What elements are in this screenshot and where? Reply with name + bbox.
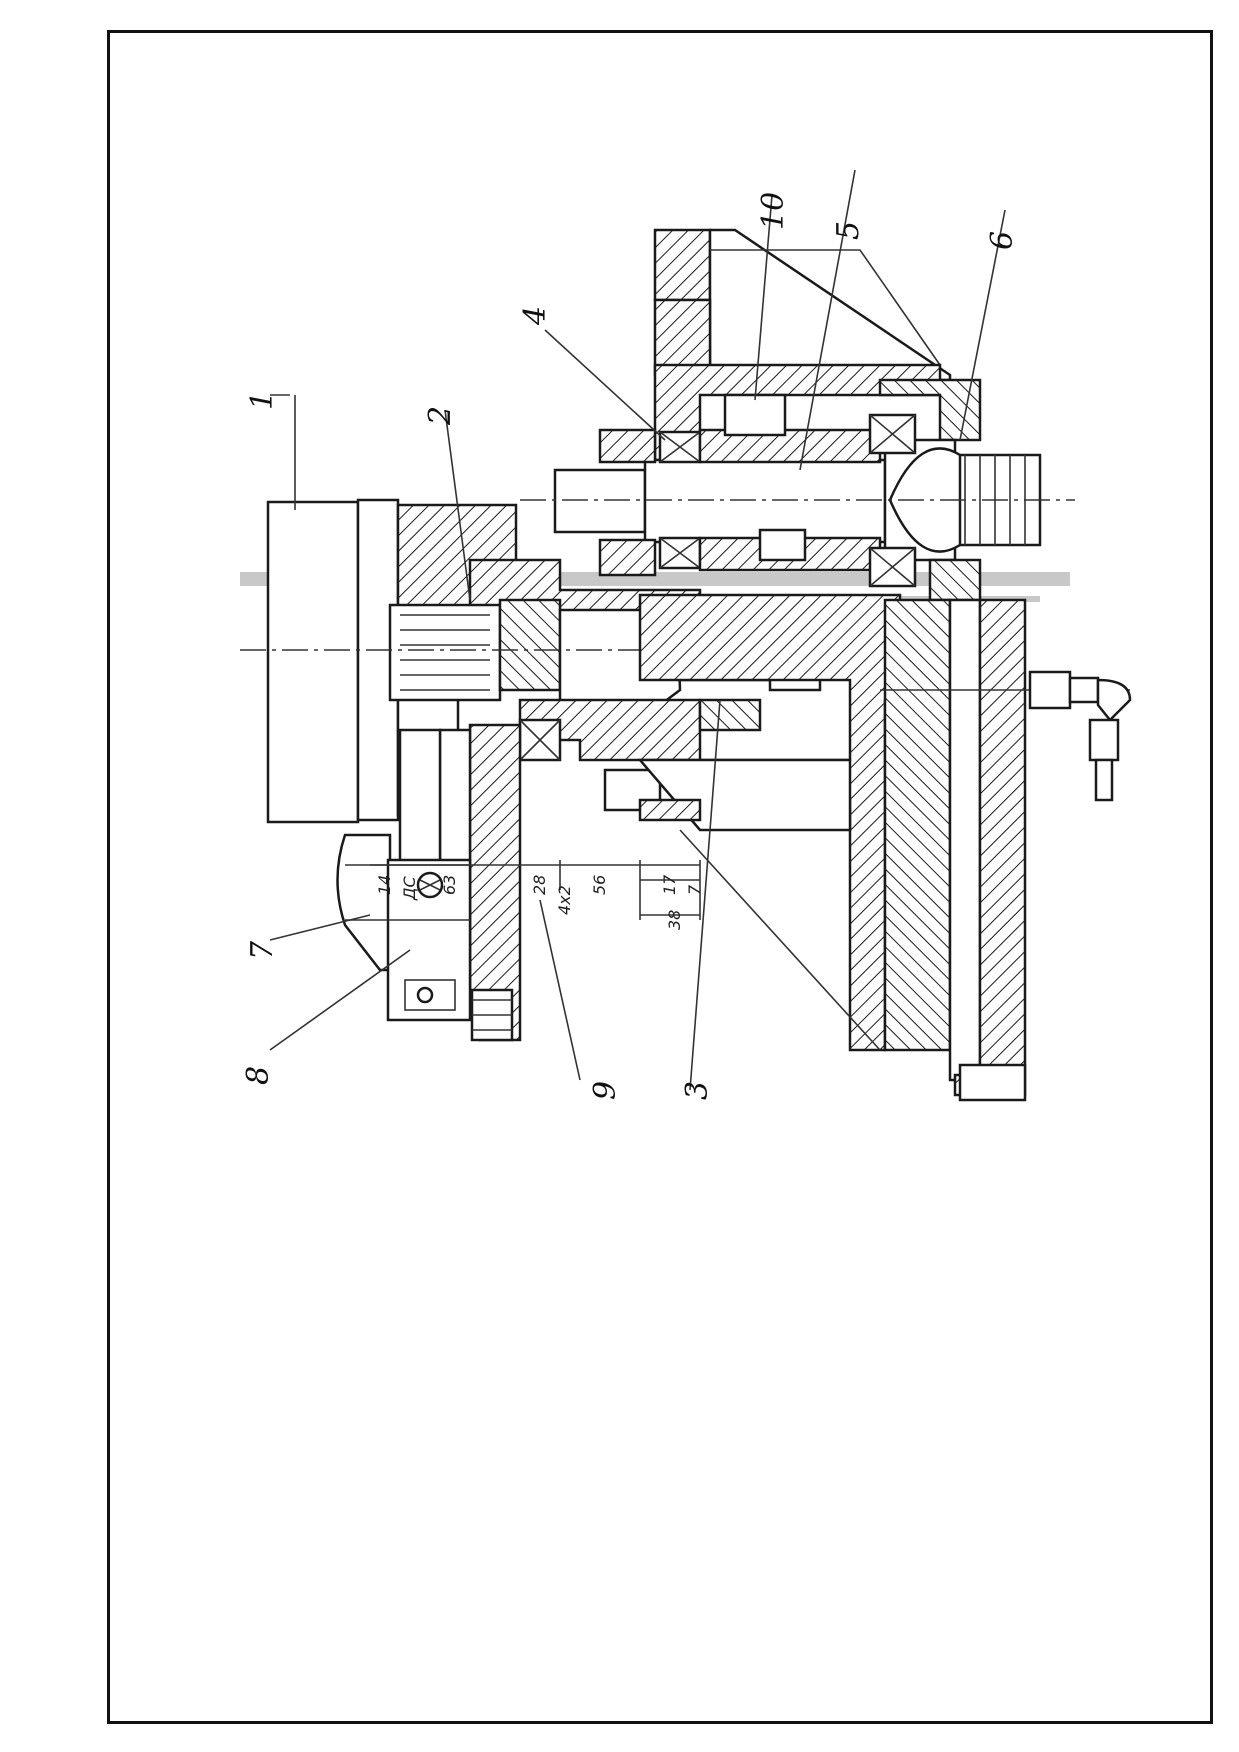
dim-17: 17 [660, 874, 679, 895]
lever-7-8 [336, 833, 472, 1022]
dim-56: 56 [590, 875, 609, 895]
callout-5: 5 [831, 221, 866, 240]
callout-8: 8 [241, 1066, 276, 1085]
dimension-lines [370, 860, 701, 920]
bearings-upper [598, 393, 982, 602]
callout-9: 9 [588, 1081, 623, 1100]
callout-4: 4 [518, 306, 553, 326]
shaft-5 [520, 438, 1075, 562]
callout-7: 7 [245, 940, 280, 960]
dim-38: 38 [665, 910, 684, 930]
dim-4x2: 4х2 [555, 885, 574, 915]
dim-63: 63 [440, 875, 459, 895]
hose-fitting [880, 670, 1132, 802]
dim-14: 14 [375, 875, 394, 895]
sheet-frame [107, 30, 1213, 1724]
dim-dc: ДС [400, 876, 419, 902]
callout-2: 2 [423, 406, 458, 426]
dim-28: 28 [530, 875, 549, 895]
base-body [637, 593, 1027, 1102]
callout-1: 1 [245, 391, 280, 410]
callout-10: 10 [756, 192, 791, 230]
callout-3: 3 [680, 1081, 715, 1100]
callout-6: 6 [985, 231, 1020, 250]
dim-7: 7 [685, 884, 704, 895]
leader-lines [269, 169, 1006, 1091]
